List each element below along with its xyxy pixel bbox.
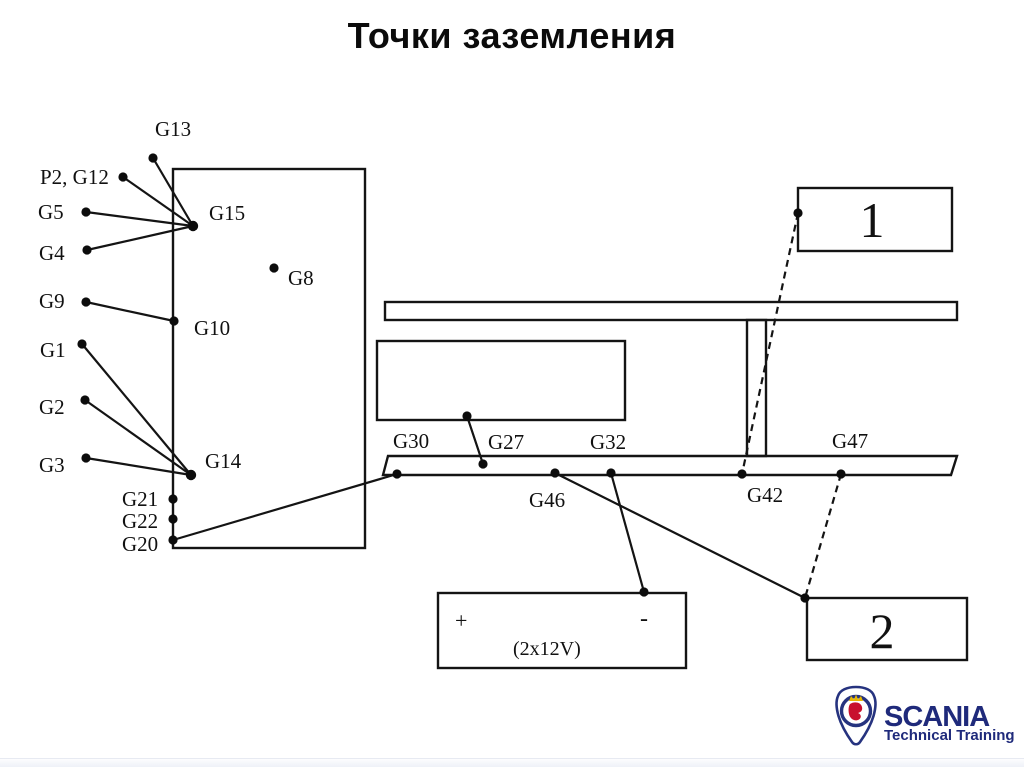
point-g22 bbox=[168, 514, 178, 524]
label-g32: G32 bbox=[590, 430, 626, 454]
dashed-wire-box1-g42 bbox=[740, 212, 800, 475]
point-box2 bbox=[800, 593, 810, 603]
wire-g5-g15 bbox=[85, 210, 194, 228]
label-g42: G42 bbox=[747, 483, 783, 507]
point-p2-g12 bbox=[118, 172, 128, 182]
point-g14 bbox=[185, 469, 197, 481]
wire-g9-g10 bbox=[85, 300, 175, 323]
label-g8: G8 bbox=[288, 266, 314, 290]
point-box1 bbox=[793, 208, 803, 218]
callout-box-1 bbox=[796, 186, 954, 253]
label-g13: G13 bbox=[155, 117, 191, 141]
frame-rail-top bbox=[383, 300, 959, 322]
label-g15: G15 bbox=[209, 201, 245, 225]
scania-griffin-logo-icon bbox=[835, 685, 877, 746]
point-g10 bbox=[169, 316, 179, 326]
point-g47 bbox=[836, 469, 846, 479]
point-g4 bbox=[82, 245, 92, 255]
page-title: Точки заземления bbox=[347, 15, 677, 56]
wire-g13-g15 bbox=[152, 157, 194, 227]
label-g5: G5 bbox=[38, 200, 64, 224]
label-g10: G10 bbox=[194, 316, 230, 340]
bottom-accent-band bbox=[0, 758, 1024, 767]
point-g27 bbox=[478, 459, 488, 469]
wire-p2g12-g15 bbox=[122, 176, 194, 227]
callout-2-number: 2 bbox=[870, 603, 895, 659]
battery-plus-label: + bbox=[455, 608, 467, 633]
wire-g1-g14 bbox=[81, 343, 192, 476]
point-g3 bbox=[81, 453, 91, 463]
point-battery-minus bbox=[639, 587, 649, 597]
wire-g46-box2 bbox=[554, 472, 806, 599]
cross-member bbox=[745, 318, 768, 458]
label-g9: G9 bbox=[39, 289, 65, 313]
point-g5 bbox=[81, 207, 91, 217]
wire-g20-g30 bbox=[172, 472, 398, 542]
label-p2-g12: P2, G12 bbox=[40, 165, 109, 189]
wire-box-g27 bbox=[465, 415, 485, 465]
label-g46: G46 bbox=[529, 488, 565, 512]
label-g27: G27 bbox=[488, 430, 524, 454]
cab-outline bbox=[171, 167, 367, 550]
callout-1-number: 1 bbox=[860, 192, 885, 248]
point-g1 bbox=[77, 339, 87, 349]
label-g1: G1 bbox=[40, 338, 66, 362]
label-g47: G47 bbox=[832, 429, 868, 453]
label-g4: G4 bbox=[39, 241, 65, 265]
wire-g32-battery bbox=[609, 472, 646, 593]
point-g13 bbox=[148, 153, 158, 163]
point-g32 bbox=[606, 468, 616, 478]
label-g30: G30 bbox=[393, 429, 429, 453]
label-g22: G22 bbox=[122, 509, 158, 533]
label-g14: G14 bbox=[205, 449, 242, 473]
point-g30 bbox=[392, 469, 402, 479]
point-g15 bbox=[187, 220, 199, 232]
battery-caption: (2x12V) bbox=[513, 638, 581, 660]
wire-g2-g14 bbox=[84, 399, 192, 476]
callout-box-2 bbox=[805, 596, 969, 662]
footer-subtitle: Technical Training bbox=[884, 727, 1015, 744]
point-g8 bbox=[269, 263, 279, 273]
wire-g4-g15 bbox=[86, 224, 194, 252]
battery-box bbox=[436, 591, 688, 670]
label-g2: G2 bbox=[39, 395, 65, 419]
label-g21: G21 bbox=[122, 487, 158, 511]
point-g20 bbox=[168, 535, 178, 545]
point-g42 bbox=[737, 469, 747, 479]
point-g21 bbox=[168, 494, 178, 504]
point-g46 bbox=[550, 468, 560, 478]
wire-g3-g14 bbox=[85, 456, 192, 477]
dashed-wire-g47-box2 bbox=[803, 473, 843, 599]
scania-wordmark: SCANIA bbox=[884, 701, 990, 733]
point-component-box bbox=[462, 411, 472, 421]
point-g9 bbox=[81, 297, 91, 307]
frame-rail-bottom bbox=[381, 454, 959, 477]
label-g3: G3 bbox=[39, 453, 65, 477]
point-g2 bbox=[80, 395, 90, 405]
component-box bbox=[375, 339, 627, 422]
label-g20: G20 bbox=[122, 532, 158, 556]
battery-minus-label: - bbox=[640, 606, 648, 632]
